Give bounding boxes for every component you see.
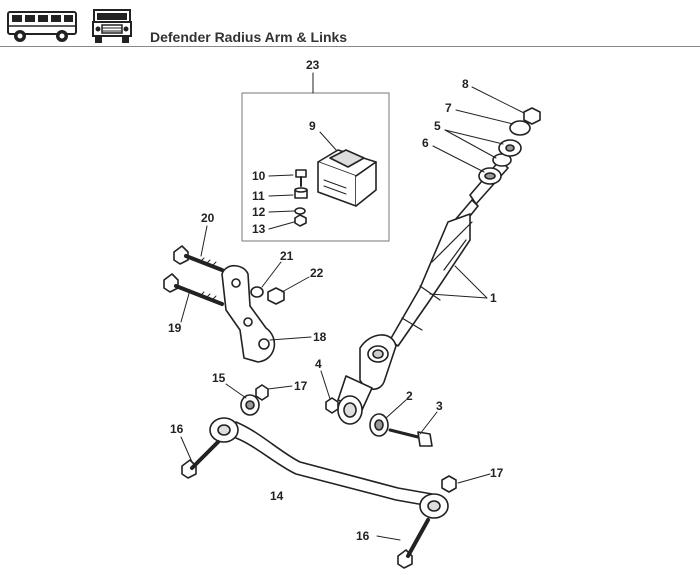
callout-12: 12 bbox=[252, 205, 266, 219]
part-10-bolt bbox=[295, 169, 307, 187]
vehicle-side-view-icon bbox=[7, 11, 77, 42]
callout-8: 8 bbox=[462, 77, 469, 91]
callout-16-upper: 16 bbox=[170, 422, 184, 436]
callout-7: 7 bbox=[445, 101, 452, 115]
callout-6: 6 bbox=[422, 136, 429, 150]
part-13-nut bbox=[294, 214, 307, 227]
callout-22: 22 bbox=[310, 266, 324, 280]
callout-17-lower: 17 bbox=[490, 466, 504, 480]
callout-9: 9 bbox=[309, 119, 316, 133]
part-12-washer bbox=[294, 207, 306, 215]
callout-16-lower: 16 bbox=[356, 529, 370, 543]
part-11-bolt bbox=[294, 187, 308, 199]
callout-20: 20 bbox=[201, 211, 215, 225]
page-title: Defender Radius Arm & Links bbox=[150, 29, 348, 45]
callout-4: 4 bbox=[315, 357, 322, 371]
mounting-kit-inset-box bbox=[241, 92, 390, 242]
callout-3: 3 bbox=[436, 399, 443, 413]
leader-lines bbox=[180, 86, 525, 541]
header-divider bbox=[0, 46, 700, 47]
callout-2: 2 bbox=[406, 389, 413, 403]
part-3-bolt bbox=[388, 428, 433, 447]
part-7-washer bbox=[509, 120, 531, 136]
callout-15: 15 bbox=[212, 371, 226, 385]
part-21-washer bbox=[250, 286, 264, 298]
part-5-bushes bbox=[492, 139, 522, 167]
callout-19: 19 bbox=[168, 321, 182, 335]
part-4-nut bbox=[325, 397, 339, 414]
part-16-bolt-upper bbox=[181, 440, 220, 479]
callout-10: 10 bbox=[252, 169, 266, 183]
part-15-bush bbox=[240, 394, 260, 416]
part-14-link bbox=[209, 417, 449, 519]
part-6-bush bbox=[478, 167, 502, 185]
page-header: Defender Radius Arm & Links bbox=[0, 0, 700, 47]
callout-labels: 23 9 10 11 12 13 8 7 5 6 20 21 22 19 18 … bbox=[168, 58, 504, 543]
callout-21: 21 bbox=[280, 249, 294, 263]
callout-14: 14 bbox=[270, 489, 284, 503]
part-2-bush bbox=[369, 413, 389, 437]
callout-23: 23 bbox=[306, 58, 320, 72]
part-9-mount-block bbox=[317, 149, 377, 207]
part-18-bracket bbox=[221, 264, 276, 363]
vehicle-front-view-icon bbox=[92, 9, 132, 43]
callout-5: 5 bbox=[434, 119, 441, 133]
part-22-nut bbox=[267, 287, 285, 305]
part-19-bolt bbox=[163, 273, 224, 306]
callout-1: 1 bbox=[490, 291, 497, 305]
part-16-bolt-lower bbox=[397, 518, 430, 569]
callout-17-upper: 17 bbox=[294, 379, 308, 393]
callout-13: 13 bbox=[252, 222, 266, 236]
callout-18: 18 bbox=[313, 330, 327, 344]
part-20-bolt bbox=[173, 245, 224, 272]
part-17-nut-upper bbox=[255, 384, 269, 401]
callout-11: 11 bbox=[252, 189, 265, 203]
part-8-nut bbox=[523, 107, 541, 125]
part-17-nut-lower bbox=[441, 475, 457, 493]
